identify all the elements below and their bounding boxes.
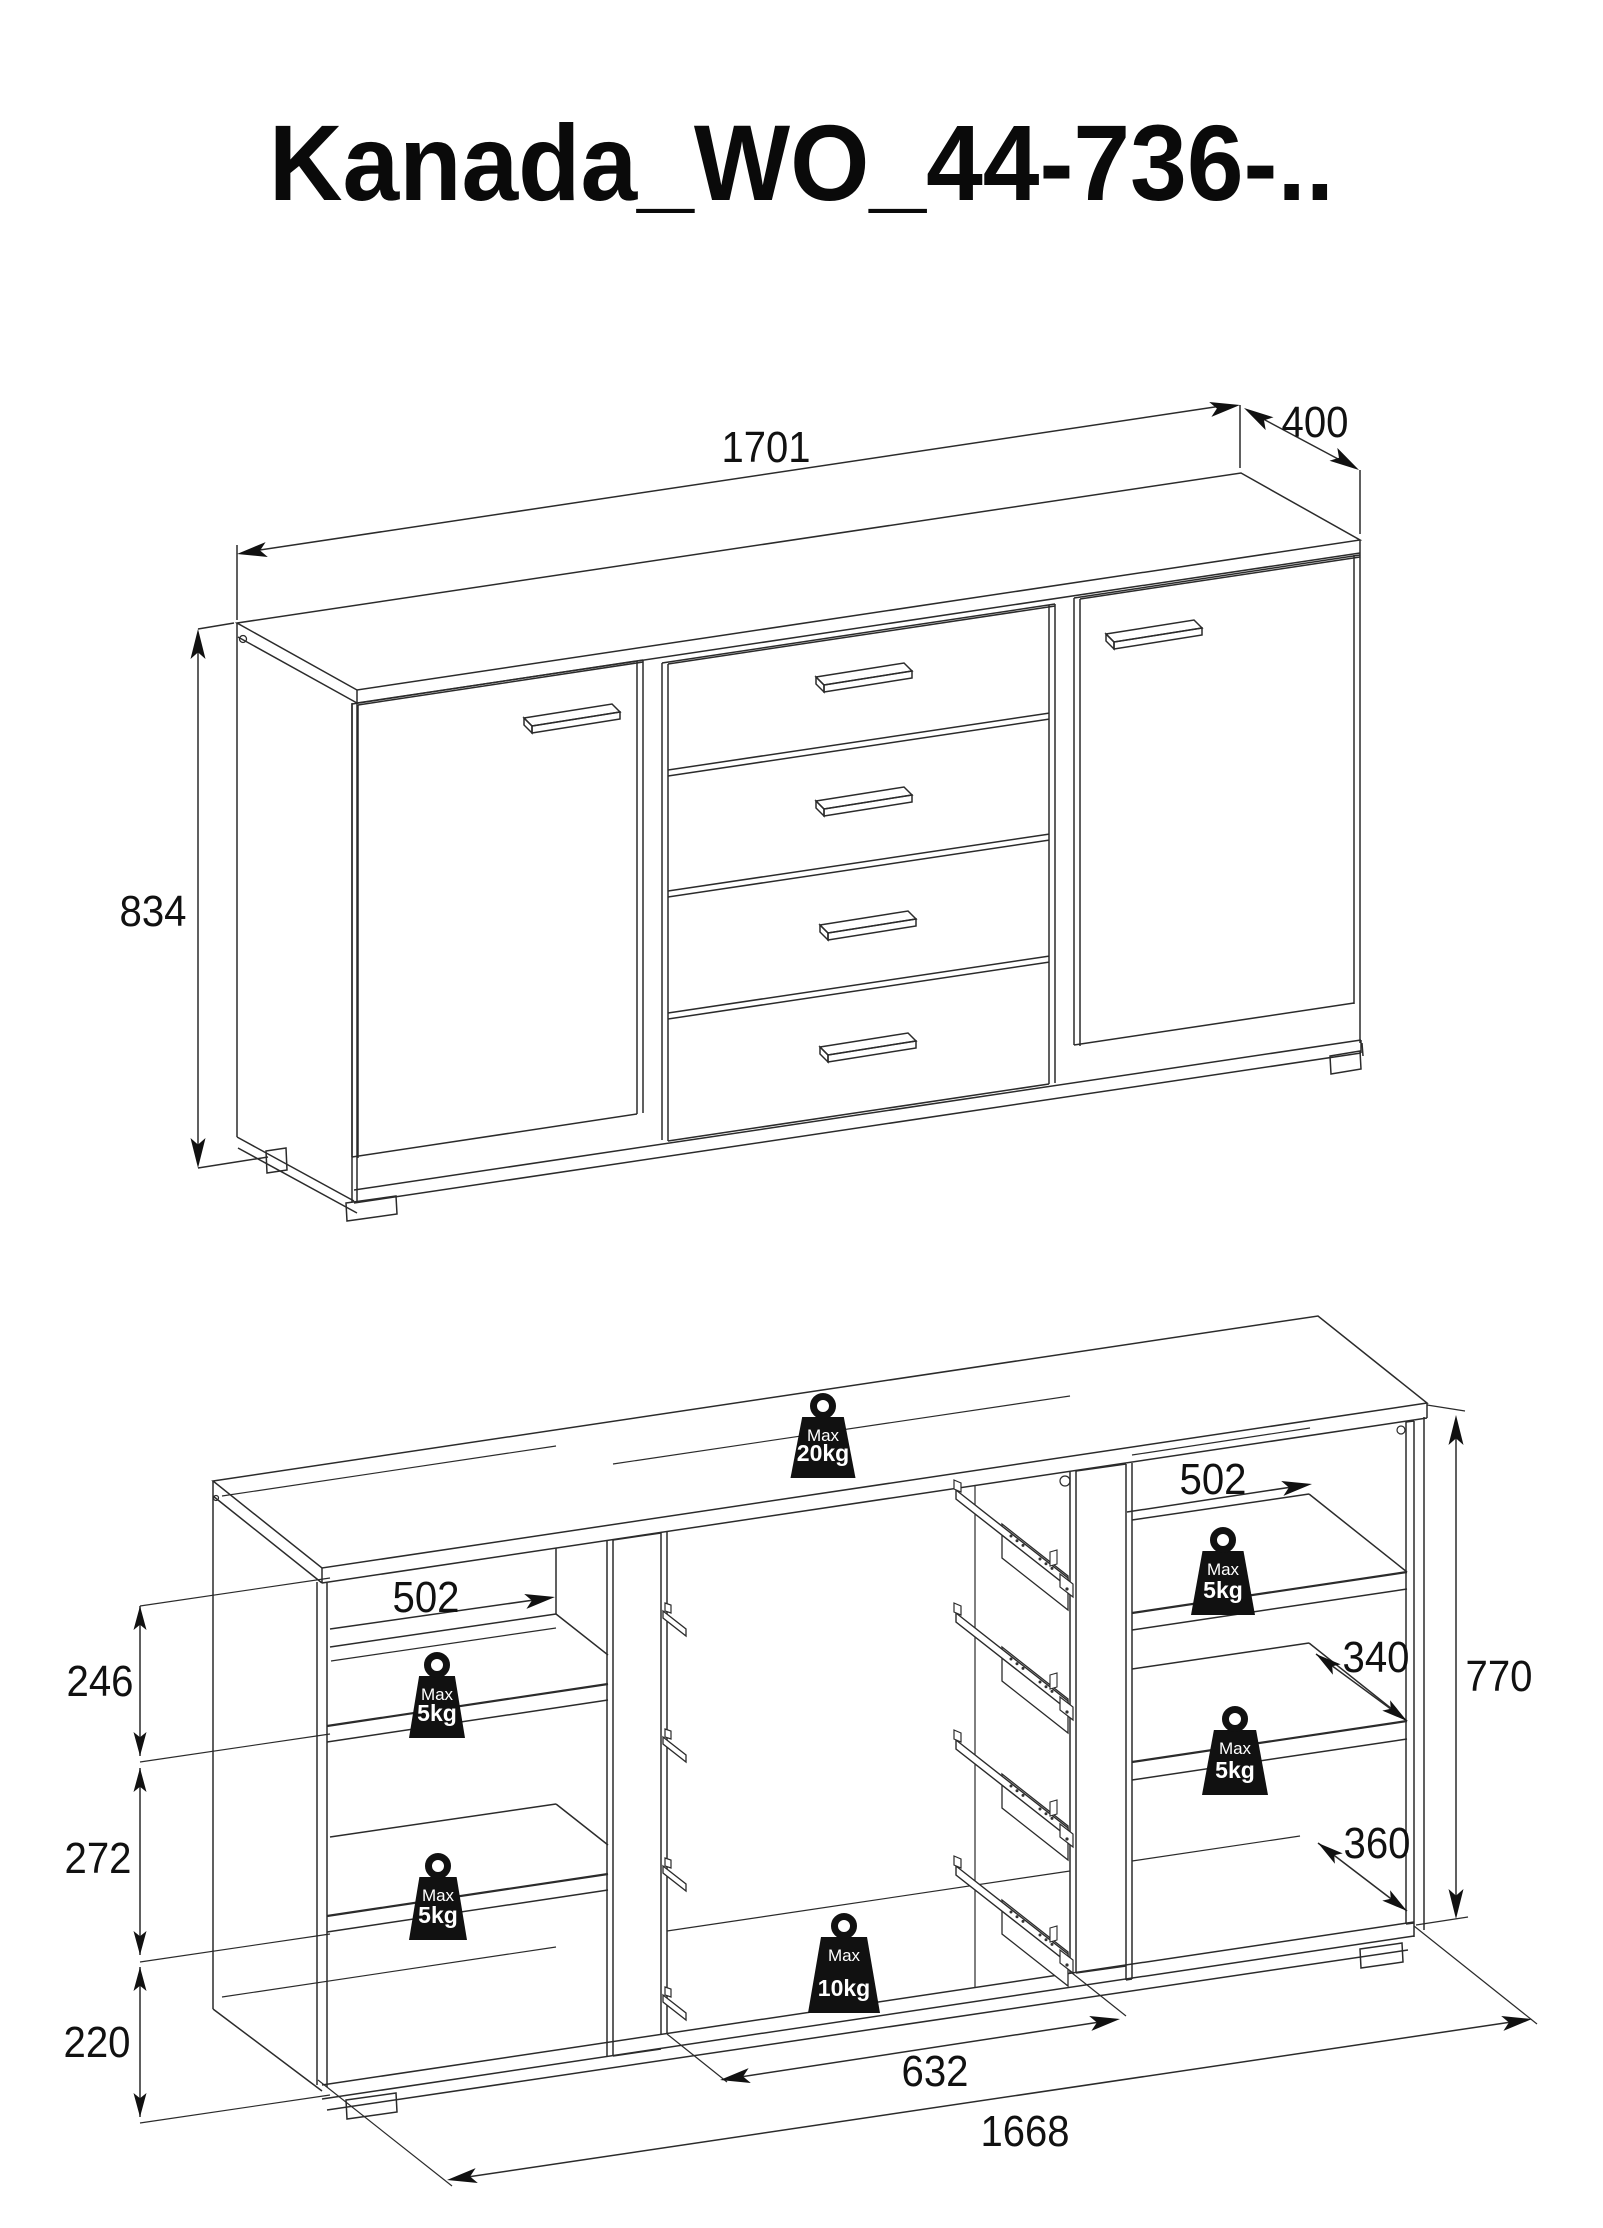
svg-text:Max: Max (421, 1685, 454, 1704)
svg-text:220: 220 (64, 2018, 131, 2067)
svg-text:10kg: 10kg (818, 1975, 870, 2001)
svg-text:340: 340 (1343, 1633, 1410, 1682)
svg-text:5kg: 5kg (1215, 1757, 1255, 1783)
svg-text:770: 770 (1466, 1652, 1533, 1701)
svg-text:20kg: 20kg (797, 1440, 849, 1466)
svg-text:502: 502 (1180, 1455, 1247, 1504)
svg-text:Max: Max (1207, 1560, 1240, 1579)
svg-text:400: 400 (1282, 398, 1349, 447)
svg-text:Max: Max (807, 1426, 840, 1445)
svg-text:5kg: 5kg (1203, 1577, 1243, 1603)
svg-text:1701: 1701 (722, 423, 811, 472)
svg-text:246: 246 (67, 1657, 134, 1706)
svg-text:502: 502 (393, 1573, 460, 1622)
svg-text:5kg: 5kg (417, 1700, 457, 1726)
svg-text:Max: Max (1219, 1739, 1252, 1758)
svg-text:1668: 1668 (981, 2107, 1070, 2156)
svg-text:Max: Max (828, 1946, 861, 1965)
svg-text:632: 632 (902, 2047, 969, 2096)
svg-text:272: 272 (65, 1834, 132, 1883)
svg-text:5kg: 5kg (418, 1902, 458, 1928)
svg-text:360: 360 (1344, 1819, 1411, 1868)
svg-text:Max: Max (422, 1886, 455, 1905)
svg-text:834: 834 (120, 887, 187, 936)
